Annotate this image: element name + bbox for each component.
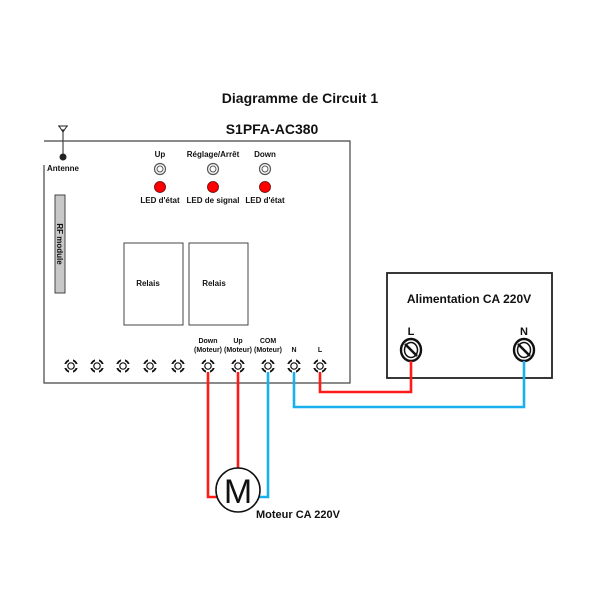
power-terminal-n-label: N [520,326,528,338]
relay-2-label: Relais [202,279,226,288]
motor-icon [215,467,261,513]
terminal-screw-icon [313,359,327,373]
relay-1-label: Relais [136,279,160,288]
terminal-label-line1: Up [233,338,242,345]
push-button-icon[interactable] [258,162,272,176]
led-indicator-icon [154,181,166,193]
wire-neutral [292,361,526,409]
led-label: LED d'état [245,196,285,205]
led-indicator-icon [259,181,271,193]
terminal-screw-icon [287,359,301,373]
rf-module-label: RF module [55,223,64,265]
motor-label: Moteur CA 220V [256,509,341,521]
terminal-label-line2: (Moteur) [254,347,282,354]
terminal-screw-icon [90,359,104,373]
rf-module [54,194,66,294]
antenna-label: Antenne [47,164,80,173]
led-indicator-icon [207,181,219,193]
push-button-icon[interactable] [206,162,220,176]
wire-down-motor [206,372,217,499]
terminal-label-line1: COM [260,338,277,345]
led-label: LED de signal [187,196,240,205]
model-label: S1PFA-AC380 [226,121,319,137]
led-label: LED d'état [140,196,180,205]
power-supply-label: Alimentation CA 220V [407,292,531,306]
relay-1 [123,242,184,326]
diagram-title: Diagramme de Circuit 1 [222,90,379,106]
power-terminal-l-screw-icon [399,337,423,363]
terminal-screw-icon [116,359,130,373]
terminal-label-line2: (Moteur) [224,347,252,354]
power-terminal-l-label: L [408,326,415,338]
motor-symbol: M [224,473,252,511]
push-button-icon[interactable] [153,162,167,176]
wire-live [318,361,413,394]
terminal-screw-icon [231,359,245,373]
button-label: Up [155,150,166,159]
button-label: Réglage/Arrêt [187,150,240,159]
terminal-label-line2: N [291,347,296,354]
terminal-screw-icon [64,359,78,373]
terminal-screw-icon [261,359,275,373]
wiring [206,361,526,499]
relay-2 [188,242,249,326]
wire-com-motor [259,372,270,499]
terminal-screw-icon [171,359,185,373]
terminal-label-line1: Down [198,338,217,345]
terminal-label-line2: (Moteur) [194,347,222,354]
antenna-icon [58,125,68,161]
controller-board [43,140,351,384]
terminal-screw-icon [201,359,215,373]
terminal-label-line2: L [318,347,323,354]
terminal-screw-icon [143,359,157,373]
button-label: Down [254,150,276,159]
power-terminal-n-screw-icon [512,337,536,363]
